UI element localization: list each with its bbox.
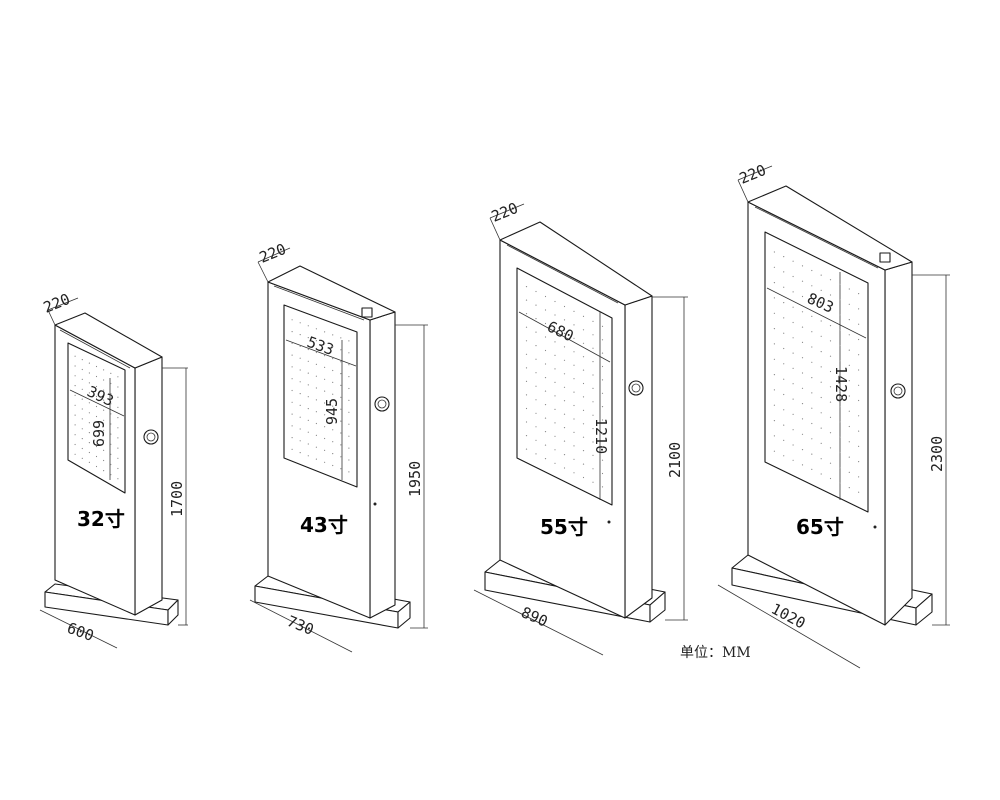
top-panel <box>747 185 913 271</box>
screen-height-dimension: 945 <box>323 398 341 425</box>
depth-dimension: 220 <box>257 240 289 267</box>
base-side <box>649 591 666 623</box>
side-panel <box>134 356 163 616</box>
base-width-dimension: 1020 <box>768 600 808 633</box>
base-width-dimension: 730 <box>285 612 317 639</box>
total-height-dimension: 1950 <box>406 461 424 497</box>
side-panel <box>624 295 653 619</box>
base-width-dimension: 890 <box>518 603 550 630</box>
units-note: 单位：MM <box>680 645 751 661</box>
top-panel <box>499 221 653 306</box>
total-height-dimension: 1700 <box>168 481 186 517</box>
size-label: 55寸 <box>540 515 588 539</box>
speaker-icon <box>890 383 906 399</box>
screen-height-dimension: 1428 <box>832 366 850 402</box>
size-label: 43寸 <box>300 513 348 537</box>
speaker-icon <box>628 380 644 396</box>
depth-dimension: 220 <box>737 161 769 188</box>
total-height-dimension: 2100 <box>666 442 684 478</box>
screen-height-dimension: 1210 <box>592 418 610 454</box>
screen <box>283 304 358 488</box>
base-side <box>397 601 411 629</box>
kiosk-65: 220 803 1428 2300 1020 65寸 <box>717 161 950 669</box>
depth-dimension: 220 <box>489 199 521 226</box>
speaker-icon <box>143 429 159 445</box>
top-connector <box>879 252 891 263</box>
base-side <box>915 593 933 626</box>
screen <box>67 342 126 494</box>
kiosk-55: 220 680 1210 2100 890 55寸 <box>473 199 688 656</box>
screen <box>516 267 613 506</box>
screen <box>764 231 869 513</box>
kiosk-43: 220 533 945 1950 730 43寸 <box>249 240 428 653</box>
top-connector <box>361 307 373 318</box>
speaker-icon <box>374 396 390 412</box>
size-label: 32寸 <box>77 507 125 531</box>
base-side <box>167 599 179 626</box>
size-label: 65寸 <box>796 515 844 539</box>
side-panel <box>884 261 913 626</box>
base-width-dimension: 600 <box>65 619 97 645</box>
total-height-dimension: 2300 <box>928 436 946 472</box>
side-panel <box>369 311 396 619</box>
screen-dot-pattern <box>74 251 860 493</box>
top-panel <box>54 312 163 369</box>
top-panel <box>267 265 396 321</box>
kiosk-32: 220 393 699 1700 600 32寸 <box>39 290 188 649</box>
depth-dimension: 220 <box>41 290 73 317</box>
screen-height-dimension: 699 <box>90 420 108 447</box>
